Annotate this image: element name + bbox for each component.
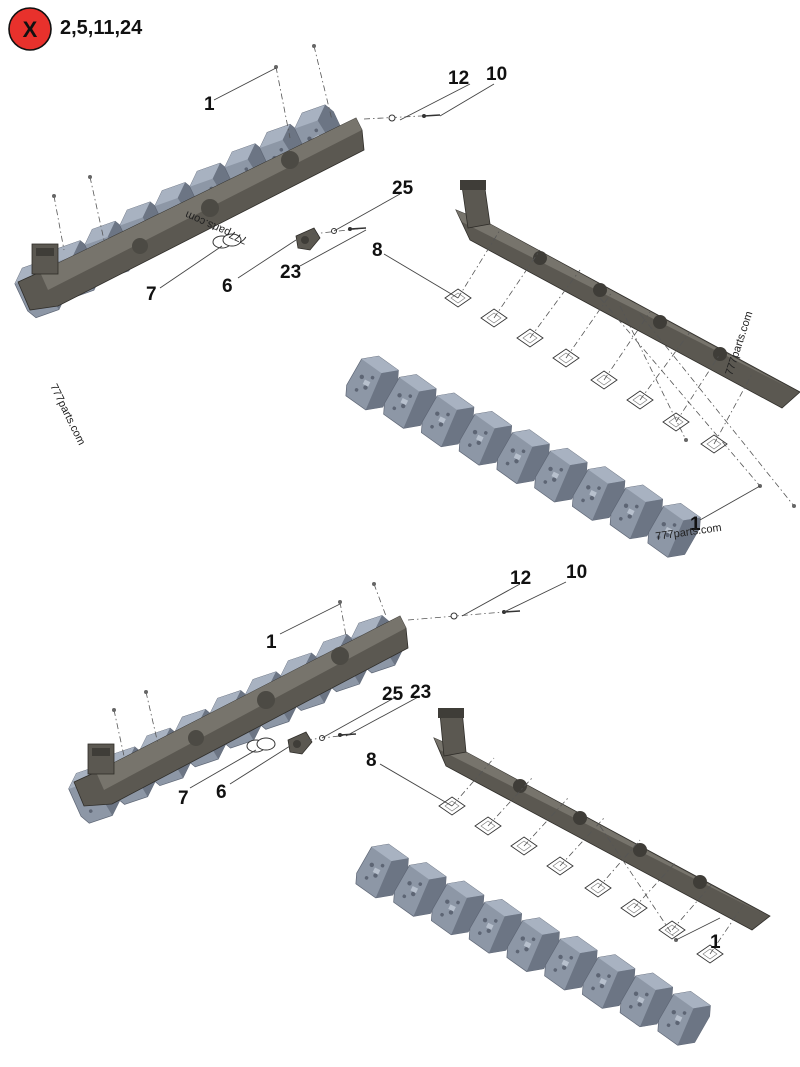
top-exploded-heads <box>340 348 707 565</box>
top-callout-23: 23 <box>280 262 301 283</box>
bottom-exploded-manifold <box>433 708 771 931</box>
top-callout-10: 10 <box>486 64 507 85</box>
top-callout-12: 12 <box>448 68 469 89</box>
watermark-2: 777parts.com <box>47 382 87 447</box>
bottom-callout-8: 8 <box>366 750 377 771</box>
top-exploded-manifold <box>455 180 800 409</box>
x-circle-icon: X <box>8 7 52 51</box>
top-assembly: 1 12 10 25 8 7 6 23 1 777parts.com 777pa… <box>7 44 800 565</box>
bottom-callout-1a: 1 <box>266 632 277 653</box>
bottom-callout-12: 12 <box>510 568 531 589</box>
bottom-callout-10: 10 <box>566 562 587 583</box>
bottom-elbow-fitting <box>287 731 313 755</box>
legend-part-numbers: 2,5,11,24 <box>60 17 143 39</box>
bottom-callout-25: 25 <box>382 684 404 705</box>
top-callout-8: 8 <box>372 240 383 261</box>
top-flange-gasket <box>212 233 242 249</box>
bottom-callout-6: 6 <box>216 782 227 803</box>
legend: X 2,5,11,24 <box>8 7 143 51</box>
top-callout-25: 25 <box>392 178 414 199</box>
top-installed-engine <box>7 98 365 324</box>
top-callout-7: 7 <box>146 284 157 305</box>
bottom-port-gaskets <box>438 757 745 964</box>
x-icon-letter: X <box>23 17 38 42</box>
top-port-gaskets <box>444 229 796 508</box>
bottom-installed-engine <box>61 609 410 830</box>
bottom-flange-gasket <box>246 737 276 753</box>
top-callout-6: 6 <box>222 276 233 297</box>
top-studs <box>52 44 441 251</box>
bottom-callout-1b: 1 <box>710 932 721 953</box>
bottom-callout-23: 23 <box>410 682 431 703</box>
top-callout-1b: 1 <box>690 514 701 535</box>
top-callout-1a: 1 <box>204 94 215 115</box>
bottom-callout-7: 7 <box>178 788 189 809</box>
top-elbow-fitting <box>295 227 321 251</box>
bottom-assembly: 1 12 10 25 23 8 7 6 1 <box>61 562 771 1053</box>
